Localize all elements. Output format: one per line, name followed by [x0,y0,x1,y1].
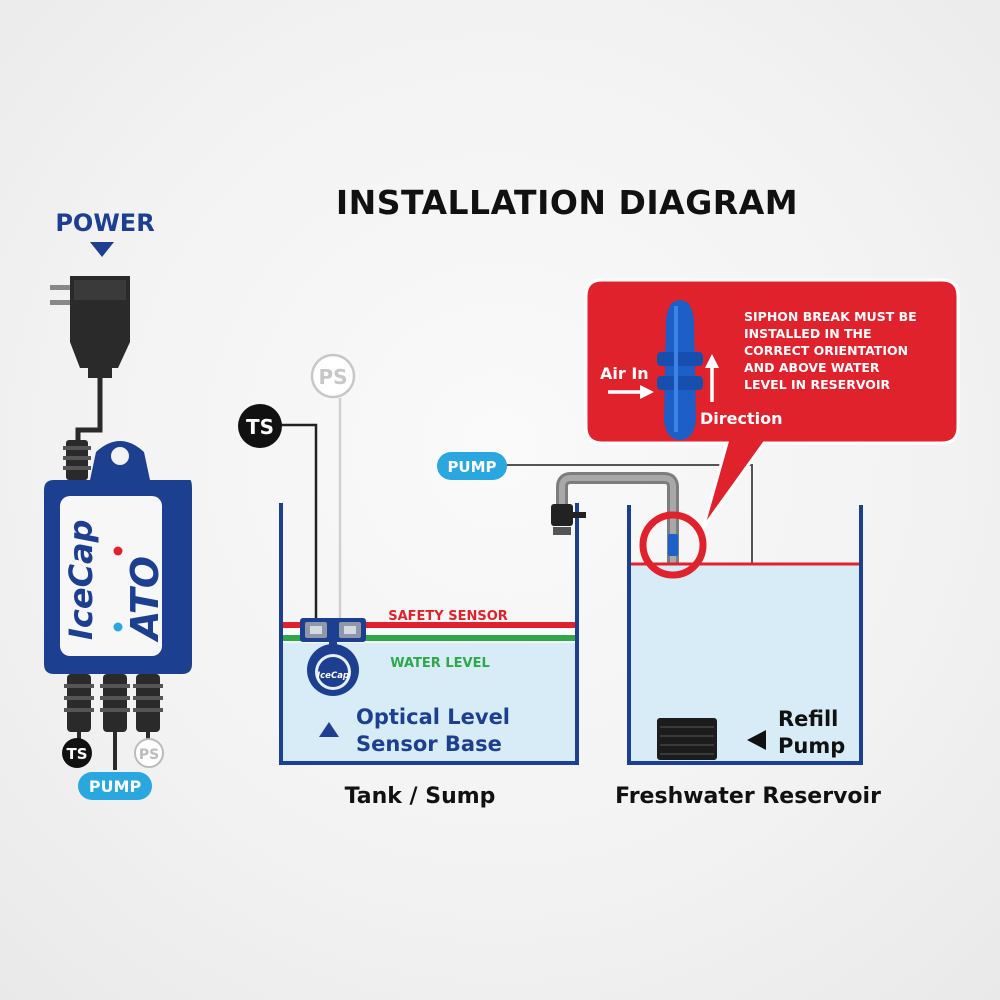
tube-clip [553,527,571,535]
siphon-break-highlight-ring [639,511,707,579]
ps-badge [134,738,164,768]
refill-pump-arrow-icon [747,730,766,750]
pump-port-plug-icon [100,674,130,770]
safety-sensor-label: SAFETY SENSOR [388,609,508,624]
callout-note-line-5: LEVEL IN RESERVOIR [744,377,891,392]
refill-pump-icon [657,718,717,760]
ts-badge [62,738,92,768]
ts-wire [276,423,318,622]
refill-tubing [551,472,679,716]
power-cable [75,378,103,448]
diagram-title: INSTALLATION DIAGRAM [336,183,798,222]
controller-ports: TS PS PUMP [62,674,164,800]
ps-port-plug-icon [133,674,163,740]
power-adapter-icon [50,276,130,378]
callout-note-line-1: SIPHON BREAK MUST BE [744,309,917,324]
callout-note-line-2: INSTALLED IN THE [744,326,872,341]
sensor-brand: IceCap [317,671,349,681]
tank-ps-label: PS [318,365,347,389]
check-valve-icon [551,504,573,526]
air-in-label: Air In [600,364,649,383]
refill-pump-line2: Pump [778,734,845,758]
tank-ts-label: TS [246,415,274,439]
sensor-base-line1: Optical Level [356,705,510,729]
pump-badge [78,772,152,800]
freshwater-reservoir: Refill Pump Freshwater Reservoir [615,505,881,809]
refill-pump-line1: Refill [778,707,838,731]
power-label: POWER [55,209,154,237]
sensor-base-line2: Sensor Base [356,732,502,756]
callout-note-line-3: CORRECT ORIENTATION [744,343,908,358]
direction-label: Direction [700,409,783,428]
pump-tag-label: PUMP [447,458,496,476]
ts-port-plug-icon [64,674,94,740]
tank-walls [279,503,579,765]
power-section: POWER [50,209,155,480]
sensor-base-arrow-icon [319,722,339,737]
pump-wire-group: PUMP [437,452,753,727]
tank-ps-badge [310,353,356,399]
power-connector-icon [63,440,91,480]
ato-controller: IceCap ATO [44,441,192,674]
siphon-break-valve-icon [668,534,678,556]
water-level-label: WATER LEVEL [390,656,489,671]
tank-sump: SAFETY SENSOR WATER LEVEL TS PS IceCap O… [238,353,579,809]
reservoir-walls [627,505,863,765]
water-level-line [283,635,575,641]
air-in-arrow-icon [608,385,654,399]
white-band [283,628,575,635]
status-led-red [113,546,123,556]
tank-ts-badge [238,404,282,448]
safety-sensor-line [283,622,575,628]
reservoir-caption: Freshwater Reservoir [615,784,881,809]
ps-badge-label: PS [139,747,159,763]
siphon-break-valve-large-icon [657,300,703,440]
hanging-hole [111,447,129,465]
tank-caption: Tank / Sump [345,784,496,809]
power-arrow-icon [90,242,114,257]
siphon-break-callout: Air In Direction SIPHON BREAK MUST BE IN… [584,278,960,579]
status-led-cyan [113,622,123,632]
controller-model: ATO [123,556,167,643]
callout-note: SIPHON BREAK MUST BE INSTALLED IN THE CO… [744,309,917,392]
optical-sensor-icon [300,618,366,696]
pump-badge-label: PUMP [89,777,142,796]
ts-badge-label: TS [66,745,87,763]
direction-arrow-icon [705,354,719,402]
controller-brand: IceCap [62,519,100,640]
callout-note-line-4: AND ABOVE WATER [744,360,880,375]
pump-tag [437,452,507,480]
